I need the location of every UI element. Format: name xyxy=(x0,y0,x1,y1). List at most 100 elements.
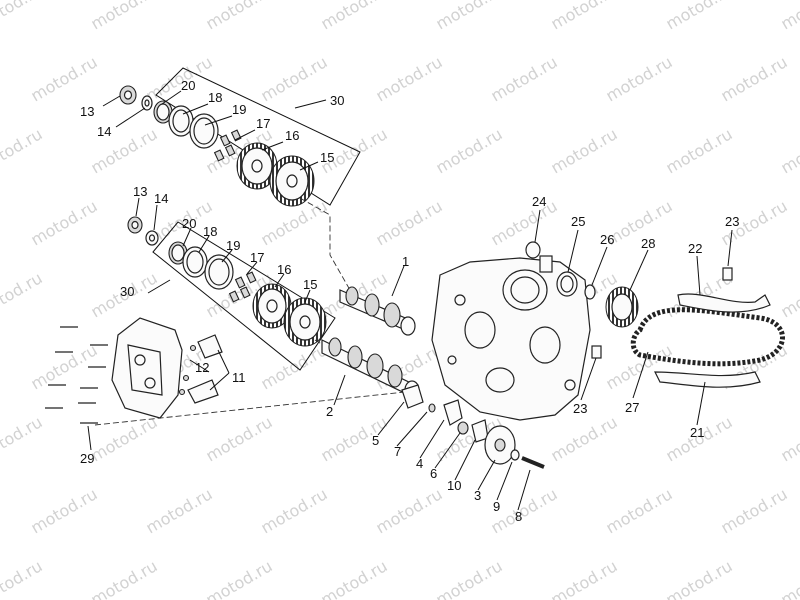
label-14-lower: 14 xyxy=(154,191,168,206)
ring-19-upper xyxy=(189,113,219,149)
watermark-text: motod.ru xyxy=(28,52,101,105)
watermark-text: motod.ru xyxy=(548,412,621,465)
label-12: 12 xyxy=(195,360,209,375)
ring-19-lower xyxy=(204,254,234,290)
label-23-lower: 23 xyxy=(573,401,587,416)
label-14-upper: 14 xyxy=(97,124,111,139)
label-13-lower: 13 xyxy=(133,184,147,199)
label-18-upper: 18 xyxy=(208,90,222,105)
watermark-text: motod.ru xyxy=(143,52,216,105)
watermark-text: motod.ru xyxy=(778,412,800,465)
watermark-text: motod.ru xyxy=(663,556,736,600)
watermark-text: motod.ru xyxy=(778,556,800,600)
watermark-text: motod.ru xyxy=(88,0,161,33)
alignment-line-cover xyxy=(94,391,406,426)
gear-15-upper xyxy=(269,155,315,207)
watermark-text: motod.ru xyxy=(778,268,800,321)
ring-20-upper xyxy=(153,100,173,124)
label-29: 29 xyxy=(80,451,94,466)
label-22: 22 xyxy=(688,241,702,256)
watermark-text: motod.ru xyxy=(318,412,391,465)
label-1: 1 xyxy=(402,254,409,269)
group-outline-lower xyxy=(152,221,336,371)
watermark-text: motod.ru xyxy=(258,52,331,105)
label-19-lower: 19 xyxy=(226,238,240,253)
part-7 xyxy=(428,403,436,413)
label-10: 10 xyxy=(447,478,461,493)
gear-16-upper xyxy=(236,142,278,190)
watermark-text: motod.ru xyxy=(0,0,46,33)
label-20-lower: 20 xyxy=(182,216,196,231)
label-17-lower: 17 xyxy=(250,250,264,265)
tensioner-21 xyxy=(654,371,761,388)
watermark-text: motod.ru xyxy=(548,124,621,177)
washer-14-lower xyxy=(145,230,159,246)
watermark-text: motod.ru xyxy=(433,0,506,33)
label-15-upper: 15 xyxy=(320,150,334,165)
ring-18-upper xyxy=(168,105,194,137)
watermark-text: motod.ru xyxy=(488,196,561,249)
label-6: 6 xyxy=(430,466,437,481)
label-16-upper: 16 xyxy=(285,128,299,143)
label-30-lower: 30 xyxy=(120,284,134,299)
label-5: 5 xyxy=(372,433,379,448)
label-2: 2 xyxy=(326,404,333,419)
bolt-8 xyxy=(521,456,545,469)
label-15-lower: 15 xyxy=(303,277,317,292)
label-19-upper: 19 xyxy=(232,102,246,117)
label-24: 24 xyxy=(532,194,546,209)
watermark-text: motod.ru xyxy=(373,196,446,249)
watermark-text: motod.ru xyxy=(603,52,676,105)
label-25: 25 xyxy=(571,214,585,229)
label-30-upper: 30 xyxy=(330,93,344,108)
ring-26 xyxy=(584,284,596,300)
ring-18-lower xyxy=(182,246,208,278)
watermark-text: motod.ru xyxy=(0,556,46,600)
nut-13-upper xyxy=(119,85,137,105)
watermark-text: motod.ru xyxy=(603,484,676,537)
bolt-23-upper xyxy=(722,267,733,281)
cam-cover xyxy=(111,317,183,419)
watermark-text: motod.ru xyxy=(488,52,561,105)
watermark-text: motod.ru xyxy=(0,412,46,465)
upper-gear-assembly xyxy=(119,67,361,207)
watermark-text: motod.ru xyxy=(88,412,161,465)
label-17-upper: 17 xyxy=(256,116,270,131)
watermark-text: motod.ru xyxy=(718,52,791,105)
ring-25 xyxy=(556,271,578,297)
watermark-text: motod.ru xyxy=(433,556,506,600)
watermark-text: motod.ru xyxy=(373,52,446,105)
part-5 xyxy=(401,384,424,409)
guide-22 xyxy=(677,293,771,313)
cylinder-head xyxy=(431,257,591,421)
watermark-text: motod.ru xyxy=(0,268,46,321)
label-27: 27 xyxy=(625,400,639,415)
ring-20-lower xyxy=(168,241,188,265)
camshaft-1 xyxy=(339,286,416,336)
label-16-lower: 16 xyxy=(277,262,291,277)
label-11: 11 xyxy=(232,370,246,385)
watermark-text: motod.ru xyxy=(663,0,736,33)
watermark-text: motod.ru xyxy=(258,484,331,537)
label-7: 7 xyxy=(394,444,401,459)
watermark-text: motod.ru xyxy=(0,124,46,177)
label-3: 3 xyxy=(474,488,481,503)
brackets-11 xyxy=(187,334,223,404)
pins-12 xyxy=(178,344,197,396)
label-26: 26 xyxy=(600,232,614,247)
springs-17-lower xyxy=(228,271,257,303)
label-21: 21 xyxy=(690,425,704,440)
callout-labels: 13 14 20 18 19 17 16 15 30 13 14 20 18 1… xyxy=(80,78,739,524)
label-9: 9 xyxy=(493,499,500,514)
label-28: 28 xyxy=(641,236,655,251)
camshaft-2 xyxy=(321,337,420,400)
watermark-text: motod.ru xyxy=(28,484,101,537)
watermark-text: motod.ru xyxy=(548,0,621,33)
sprocket-28 xyxy=(605,286,639,328)
label-23-upper: 23 xyxy=(725,214,739,229)
label-8: 8 xyxy=(515,509,522,524)
bolts-29 xyxy=(45,326,108,424)
washer-14-upper xyxy=(141,95,153,111)
watermark-text: motod.ru xyxy=(663,124,736,177)
